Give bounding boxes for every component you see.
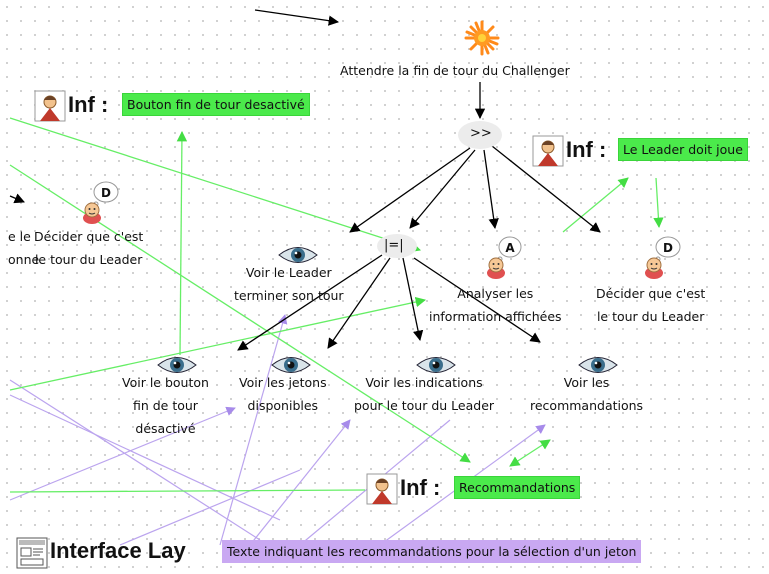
information-object-icon	[532, 135, 564, 167]
task-line: disponibles	[247, 398, 319, 413]
info-object-leader[interactable]: Le Leader doit joue	[618, 138, 748, 161]
svg-text:A: A	[505, 241, 515, 255]
task-line: Décider que c'est	[596, 286, 706, 301]
partial-task-line: e le	[8, 229, 31, 244]
task-voir-recommandations[interactable]: Voir les recommandations	[530, 371, 643, 417]
task-line: pour le tour du Leader	[354, 398, 495, 413]
task-analyser[interactable]: Analyser les information affichées	[429, 282, 562, 328]
info-object-title: Inf :	[400, 475, 441, 500]
tree-link	[9, 193, 25, 204]
cognitive-decision-icon: D	[83, 181, 119, 224]
task-line: recommandations	[530, 398, 644, 413]
interleave-operator[interactable]: |=|	[384, 238, 404, 253]
eye-icon	[578, 357, 618, 373]
abstract-task-icon	[464, 20, 500, 56]
eye-icon	[278, 247, 318, 263]
task-voir-indications[interactable]: Voir les indications pour le tour du Lea…	[354, 371, 494, 417]
task-decider-right[interactable]: Décider que c'est le tour du Leader	[596, 282, 705, 328]
purple-link	[9, 406, 236, 501]
task-line: terminer son tour	[234, 288, 344, 303]
task-voir-leader[interactable]: Voir le Leader terminer son tour	[234, 261, 344, 307]
info-object-title: Inf :	[566, 137, 607, 162]
information-object-icon	[366, 473, 398, 505]
eye-icon	[157, 357, 197, 373]
purple-link	[119, 469, 301, 546]
green-link	[9, 296, 427, 391]
green-link	[9, 489, 366, 493]
sequence-operator[interactable]: >>	[470, 126, 492, 141]
task-voir-jetons[interactable]: Voir les jetons disponibles	[239, 371, 327, 417]
interface-layer-title: Interface Lay	[50, 538, 186, 563]
task-line: information affichées	[429, 309, 562, 324]
task-line: Voir les jetons	[239, 375, 327, 390]
tree-link	[413, 257, 541, 343]
task-line: Voir les indications	[365, 375, 483, 390]
info-object-recommandations[interactable]: Recommandations	[454, 476, 581, 499]
tree-link	[409, 149, 476, 229]
green-link	[509, 439, 551, 467]
task-line: Voir le bouton	[122, 375, 209, 390]
svg-text:D: D	[663, 241, 673, 255]
tree-link	[327, 257, 391, 349]
interface-layer-text[interactable]: Texte indiquant les recommandations pour…	[222, 540, 642, 563]
task-line: Décider que c'est	[34, 229, 144, 244]
purple-links	[9, 314, 546, 546]
purple-link	[9, 394, 281, 521]
tree-link	[483, 149, 499, 230]
info-object-bouton[interactable]: Bouton fin de tour desactivé	[122, 93, 310, 116]
tree-link	[254, 9, 340, 26]
task-line: Analyser les	[457, 286, 534, 301]
task-tree-links	[9, 9, 601, 351]
task-line: fin de tour	[132, 398, 198, 413]
interleave-operator-bg	[377, 234, 417, 258]
partial-task-line: onne	[8, 252, 40, 267]
task-decider-left[interactable]: Décider que c'est le tour du Leader	[34, 225, 143, 271]
task-line: désactivé	[135, 421, 196, 436]
task-line: le tour du Leader	[34, 252, 143, 267]
information-object-icon	[34, 90, 66, 122]
tree-link	[237, 254, 383, 351]
task-line: Voir le Leader	[245, 265, 332, 280]
purple-link	[9, 379, 261, 541]
task-line: Voir les	[563, 375, 610, 390]
cognitive-analysis-icon: A	[487, 236, 522, 279]
purple-link	[219, 314, 288, 546]
tree-link	[491, 145, 601, 233]
sequence-operator-bg	[458, 121, 502, 149]
purple-link	[249, 419, 351, 546]
task-voir-bouton[interactable]: Voir le bouton fin de tour désactivé	[122, 371, 209, 440]
tree-link	[349, 147, 471, 233]
eye-icon	[271, 357, 311, 373]
eye-icon	[416, 357, 456, 373]
green-link	[653, 177, 664, 229]
green-link	[176, 130, 188, 356]
info-object-title: Inf :	[68, 92, 109, 117]
interface-window-icon	[16, 537, 48, 569]
green-link	[562, 177, 629, 233]
root-task-label[interactable]: Attendre la fin de tour du Challenger	[340, 63, 570, 78]
svg-text:D: D	[101, 186, 111, 200]
task-line: le tour du Leader	[596, 309, 705, 324]
partial-task-label[interactable]: e le onne	[8, 225, 39, 271]
cognitive-decision-icon: D	[645, 236, 681, 279]
tree-link	[402, 257, 424, 342]
